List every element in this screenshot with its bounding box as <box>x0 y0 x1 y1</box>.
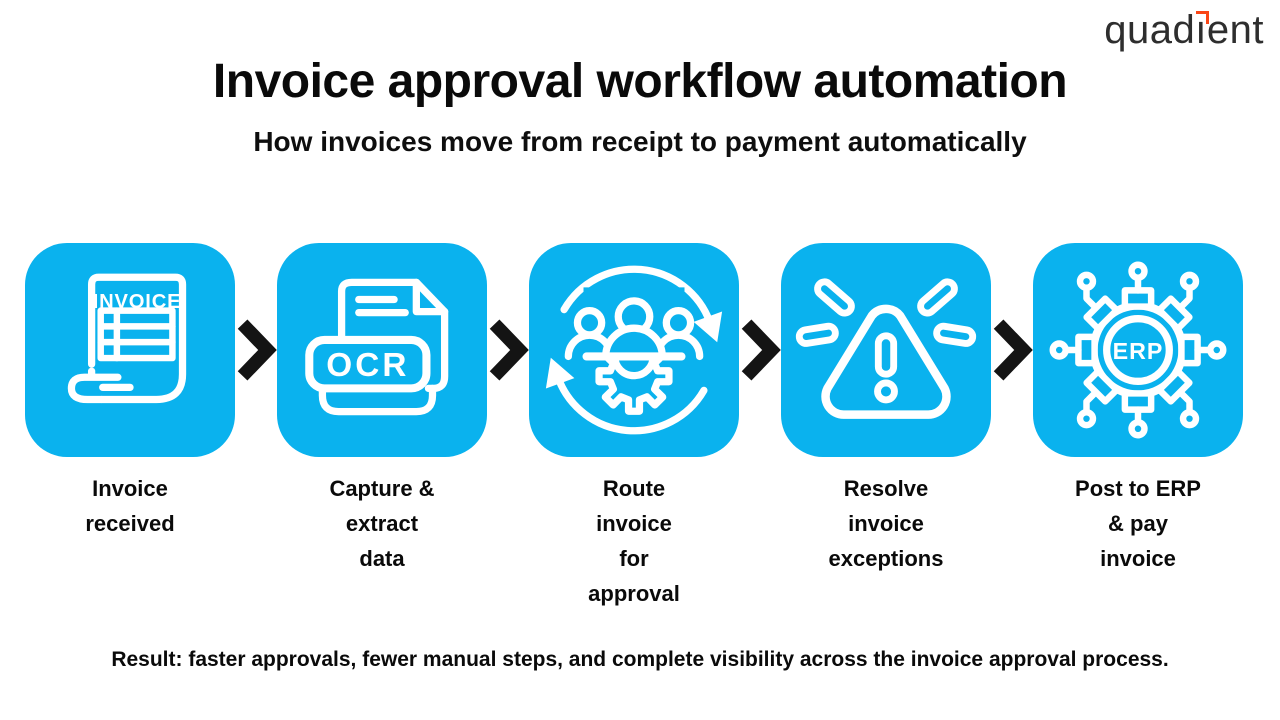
chevron-right-icon <box>993 319 1033 381</box>
alert-ray-left <box>795 322 839 347</box>
ocr-icon-label: OCR <box>326 347 409 384</box>
chevron-right-icon <box>237 319 277 381</box>
flow-arrow-2 <box>487 243 529 457</box>
flow-arrow-1 <box>235 243 277 457</box>
chevron-right-icon <box>489 319 529 381</box>
alert-ray-top-right <box>917 278 958 317</box>
step-3-label: Route invoice for approval <box>588 476 680 606</box>
step-5-label: Post to ERP & pay invoice <box>1075 476 1201 571</box>
step-4-label: Resolve invoice exceptions <box>828 476 944 571</box>
flow-arrow-4 <box>991 243 1033 457</box>
step-4-tile <box>781 243 991 457</box>
workflow-steps-row: INVOICE Invoice received OCR Capture & e… <box>25 243 1243 611</box>
result-summary: Result: faster approvals, fewer manual s… <box>111 648 1169 671</box>
page-subtitle: How invoices move from receipt to paymen… <box>253 126 1027 157</box>
step-1-label: Invoice received <box>85 476 175 536</box>
alert-ray-right <box>933 322 977 347</box>
step-capture-extract: OCR Capture & extract data <box>277 243 487 576</box>
logo-i-stem: ı <box>1195 8 1207 52</box>
step-resolve-exceptions: Resolve invoice exceptions <box>781 243 991 576</box>
step-invoice-received: INVOICE Invoice received <box>25 243 235 541</box>
logo-accent-mark-icon <box>1196 11 1210 24</box>
page-title: Invoice approval workflow automation <box>212 55 1068 108</box>
alert-ray-top-left <box>814 278 855 317</box>
step-5-tile: ERP <box>1033 243 1243 457</box>
erp-integration-icon: ERP <box>1049 261 1227 439</box>
cycle-arrowhead-bottom <box>545 357 575 389</box>
invoice-document-icon: INVOICE <box>67 273 187 404</box>
step-3-tile <box>529 243 739 457</box>
cycle-arrowhead-top <box>693 311 723 343</box>
flow-arrow-3 <box>739 243 781 457</box>
step-2-label: Capture & extract data <box>329 476 435 571</box>
exception-alert-icon <box>795 278 977 419</box>
step-2-tile: OCR <box>277 243 487 457</box>
invoice-icon-label: INVOICE <box>93 291 182 313</box>
logo-text-before-i: quad <box>1104 8 1196 52</box>
step-route-approval: Route invoice for approval <box>529 243 739 611</box>
step-post-to-erp: ERP Post to ERP & pay invoice <box>1033 243 1243 576</box>
ocr-capture-icon: OCR <box>305 278 449 416</box>
approval-routing-cycle-icon <box>545 265 723 435</box>
logo-i: ı <box>1195 8 1210 52</box>
logo-text-after-i: ent <box>1206 8 1264 52</box>
step-1-tile: INVOICE <box>25 243 235 457</box>
erp-icon-label: ERP <box>1113 338 1164 364</box>
chevron-right-icon <box>741 319 781 381</box>
